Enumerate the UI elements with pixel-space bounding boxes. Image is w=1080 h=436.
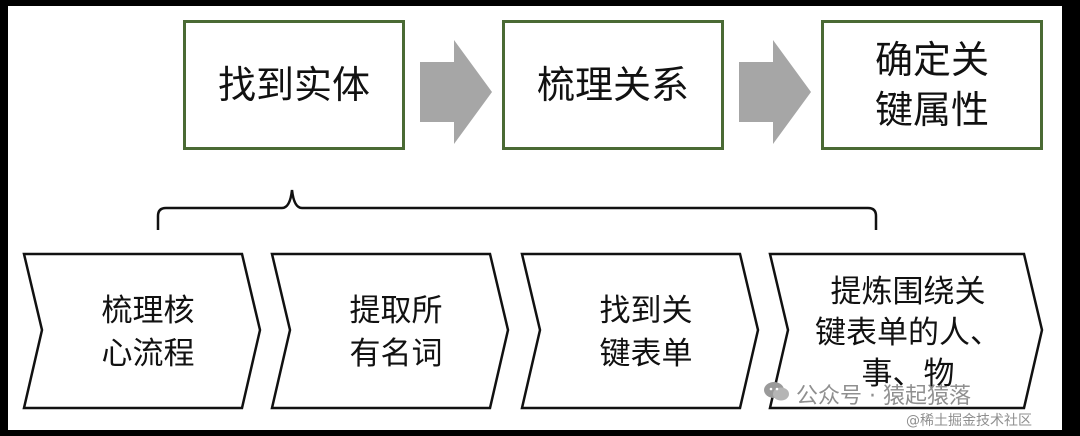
chevron-people-things-line1: 提炼围绕关 (831, 274, 986, 310)
diagram-panel: 找到实体 梳理关系 确定关 键属性 梳理核 心流程 提取所 有名词 找到关 键表 (8, 6, 1062, 430)
chevron-core-process (22, 252, 262, 410)
wechat-icon (764, 382, 789, 401)
chevron-core-process-line1: 梳理核 (102, 293, 195, 329)
chevron-extract-nouns (270, 252, 510, 410)
chevron-extract-nouns-line1: 提取所 (350, 293, 443, 329)
chevron-extract-nouns-line2: 有名词 (350, 336, 443, 372)
step-label-find-entities: 找到实体 (217, 63, 370, 107)
step-box-sort-relations: 梳理关系 (502, 20, 724, 150)
step-label-key-attributes: 确定关 键属性 (874, 38, 989, 132)
flow-arrow-1 (420, 40, 492, 144)
step-box-key-attributes: 确定关 键属性 (821, 20, 1043, 150)
chevron-core-process-line2: 心流程 (102, 336, 195, 372)
chevron-key-forms-line1: 找到关 (600, 293, 693, 329)
watermark-community: @稀土掘金技术社区 (906, 413, 1032, 429)
chevron-key-forms-line2: 键表单 (600, 336, 693, 372)
step-box-find-entities: 找到实体 (183, 20, 405, 150)
grouping-brace (156, 189, 878, 230)
step-label-sort-relations: 梳理关系 (536, 63, 689, 107)
chevron-key-forms (520, 252, 760, 410)
flow-arrow-2 (739, 40, 811, 144)
chevron-people-things-line2: 键表单的人、 (815, 315, 1001, 351)
watermark-account: 公众号 · 猿起猿落 (796, 384, 971, 409)
